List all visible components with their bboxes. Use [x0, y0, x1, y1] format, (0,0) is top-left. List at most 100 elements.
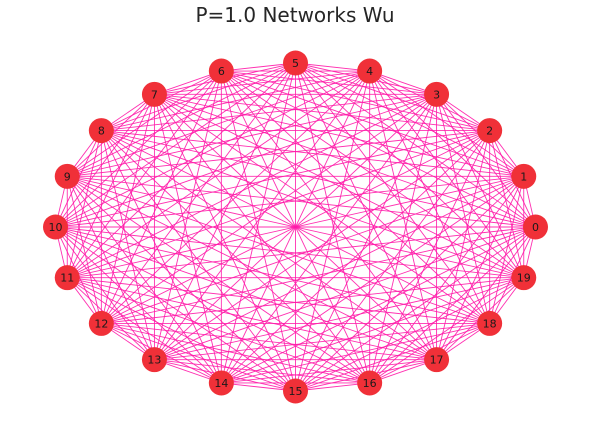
edge-9-19	[67, 175, 524, 279]
node-circle	[283, 378, 308, 404]
node-label: 6	[218, 65, 225, 78]
edge-6-11	[66, 70, 222, 278]
edge-6-9	[66, 70, 222, 177]
node-circle	[43, 214, 68, 240]
node-label: 7	[151, 88, 158, 101]
node-16: 16	[357, 370, 383, 396]
node-label: 5	[292, 57, 299, 70]
edge-14-19	[221, 277, 524, 384]
edge-3-19	[436, 94, 525, 278]
node-circle	[141, 347, 167, 373]
edge-4-15	[295, 70, 371, 392]
edge-7-10	[55, 94, 155, 228]
edge-10-16	[55, 226, 370, 384]
edge-9-15	[66, 175, 296, 392]
node-13: 13	[141, 347, 167, 373]
edge-9-18	[67, 175, 490, 324]
edge-0-15	[295, 226, 536, 392]
edge-6-18	[221, 70, 490, 324]
edge-0-3	[436, 94, 536, 228]
node-9: 9	[54, 163, 80, 189]
node-circle	[477, 118, 503, 144]
edge-11-15	[67, 277, 296, 392]
edge-3-12	[101, 93, 437, 324]
edge-10-18	[55, 226, 490, 324]
edge-6-15	[220, 70, 296, 392]
node-4: 4	[357, 58, 383, 84]
node-circle	[357, 370, 383, 396]
edge-0-5	[295, 62, 536, 228]
node-circle	[424, 81, 450, 107]
node-6: 6	[208, 58, 234, 84]
edge-14-18	[221, 322, 490, 384]
node-circle	[357, 58, 383, 84]
edge-11-17	[67, 277, 437, 361]
node-label: 12	[94, 317, 108, 330]
edge-11-14	[66, 277, 222, 384]
edge-3-6	[221, 70, 437, 95]
edge-12-19	[101, 277, 524, 324]
node-label: 14	[214, 377, 228, 390]
node-label: 11	[60, 272, 74, 285]
edge-13-18	[154, 322, 490, 361]
node-18: 18	[477, 310, 503, 336]
edge-1-16	[369, 176, 525, 384]
node-label: 18	[483, 317, 497, 330]
edge-8-19	[101, 130, 524, 279]
edge-3-18	[436, 94, 491, 324]
edge-7-18	[154, 93, 490, 324]
edge-6-17	[220, 70, 437, 360]
node-circle	[88, 118, 114, 144]
edge-1-4	[369, 70, 525, 177]
edge-9-16	[66, 175, 370, 384]
edge-7-16	[154, 94, 371, 384]
node-label: 3	[433, 88, 440, 101]
edge-4-19	[369, 70, 525, 278]
node-label: 16	[363, 377, 377, 390]
edge-2-5	[295, 62, 490, 132]
edge-10-15	[55, 226, 296, 392]
node-7: 7	[141, 81, 167, 107]
edge-3-8	[101, 93, 437, 132]
edge-12-17	[101, 322, 437, 361]
edge-2-7	[154, 93, 490, 132]
edge-5-16	[295, 62, 371, 384]
node-circle	[523, 214, 548, 240]
edge-1-12	[101, 175, 524, 324]
node-11: 11	[54, 265, 80, 291]
edge-10-13	[55, 226, 155, 360]
edge-7-19	[154, 93, 524, 279]
node-3: 3	[424, 81, 450, 107]
node-8: 8	[88, 118, 114, 144]
edge-4-18	[369, 70, 491, 324]
node-2: 2	[477, 118, 503, 144]
edge-11-18	[67, 277, 490, 324]
node-label: 2	[486, 125, 493, 138]
edge-0-11	[67, 226, 536, 279]
edge-10-17	[55, 226, 437, 361]
node-19: 19	[511, 265, 537, 291]
edge-2-19	[489, 130, 525, 278]
edge-0-9	[67, 175, 536, 228]
node-12: 12	[88, 310, 114, 336]
node-circle	[54, 163, 80, 189]
edge-12-15	[101, 322, 296, 392]
node-label: 10	[49, 221, 63, 234]
edge-4-7	[154, 70, 370, 95]
edge-11-16	[67, 277, 370, 384]
figure-title: P=1.0 Networks Wu	[195, 3, 395, 27]
node-circle	[208, 370, 234, 396]
node-5: 5	[283, 50, 308, 76]
edge-8-17	[101, 130, 437, 361]
edge-5-18	[295, 62, 491, 324]
node-circle	[424, 347, 450, 373]
node-circle	[511, 265, 537, 291]
edge-layer	[55, 62, 536, 392]
edge-13-16	[154, 359, 370, 384]
edge-5-17	[295, 62, 437, 360]
node-label: 9	[64, 170, 71, 183]
edge-9-12	[66, 176, 102, 324]
